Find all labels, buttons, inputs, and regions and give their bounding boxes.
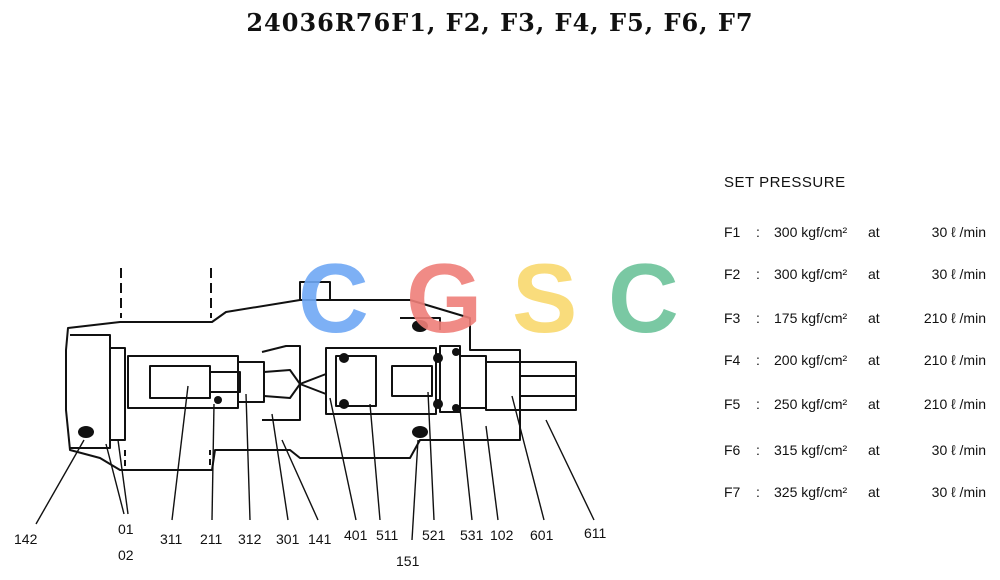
set-pressure-heading: SET PRESSURE [724,174,846,191]
pressure-value: 325 kgf/cm² [774,484,848,500]
pressure-id: F4 [724,352,741,368]
part-label: 211 [200,531,223,547]
pressure-at: at [868,442,880,458]
part-label: 311 [160,531,183,547]
pressure-row-f7: F7 : 325 kgf/cm² at 30 ℓ /min [724,484,994,504]
watermark-letter-c: C [298,243,369,353]
part-label: 02 [118,547,134,563]
part-label: 511 [376,527,399,543]
pressure-colon: : [756,396,760,412]
pressure-id: F7 [724,484,741,500]
part-label: 312 [238,531,262,547]
pressure-at: at [868,484,880,500]
pressure-at: at [868,266,880,282]
pressure-value: 200 kgf/cm² [774,352,848,368]
flow-value: 210 ℓ /min [923,396,986,412]
pressure-row-f3: F3 : 175 kgf/cm² at 210 ℓ /min [724,310,994,330]
pressure-value: 175 kgf/cm² [774,310,848,326]
pressure-colon: : [756,266,760,282]
pressure-at: at [868,310,880,326]
pressure-row-f5: F5 : 250 kgf/cm² at 210 ℓ /min [724,396,994,416]
part-label: 301 [276,531,300,547]
pressure-value: 300 kgf/cm² [774,224,848,240]
pressure-at: at [868,396,880,412]
pressure-value: 315 kgf/cm² [774,442,848,458]
part-label: 611 [584,525,607,541]
part-label: 521 [422,527,446,543]
pressure-id: F2 [724,266,741,282]
part-label: 01 [118,521,134,537]
pressure-row-f2: F2 : 300 kgf/cm² at 30 ℓ /min [724,266,994,286]
part-label: 141 [308,531,332,547]
flow-value: 30 ℓ /min [931,266,986,282]
pressure-at: at [868,224,880,240]
watermark-letter-s: S [512,243,577,353]
pressure-value: 300 kgf/cm² [774,266,848,282]
pressure-row-f1: F1 : 300 kgf/cm² at 30 ℓ /min [724,224,994,244]
flow-value: 210 ℓ /min [923,310,986,326]
pressure-row-f6: F6 : 315 kgf/cm² at 30 ℓ /min [724,442,994,462]
pressure-at: at [868,352,880,368]
relief-valve-cross-section: C G S C 142 01 02 311 211 312 301 141 40… [14,243,679,569]
pressure-id: F5 [724,396,741,412]
watermark-letter-g: G [406,243,482,353]
pressure-id: F6 [724,442,741,458]
pressure-colon: : [756,310,760,326]
part-label: 601 [530,527,554,543]
pressure-colon: : [756,352,760,368]
pressure-value: 250 kgf/cm² [774,396,848,412]
flow-value: 30 ℓ /min [931,442,986,458]
pressure-colon: : [756,442,760,458]
pressure-colon: : [756,484,760,500]
pressure-id: F1 [724,224,741,240]
watermark-letter-c2: C [608,243,679,353]
part-label: 531 [460,527,484,543]
flow-value: 30 ℓ /min [931,224,986,240]
flow-value: 210 ℓ /min [923,352,986,368]
part-label: 401 [344,527,368,543]
pressure-row-f4: F4 : 200 kgf/cm² at 210 ℓ /min [724,352,994,372]
flow-value: 30 ℓ /min [931,484,986,500]
pressure-id: F3 [724,310,741,326]
part-label: 142 [14,531,38,547]
part-label: 102 [490,527,514,543]
page-title: 24036R76F1, F2, F3, F4, F5, F6, F7 [246,8,754,37]
part-label: 151 [396,553,420,569]
pressure-colon: : [756,224,760,240]
